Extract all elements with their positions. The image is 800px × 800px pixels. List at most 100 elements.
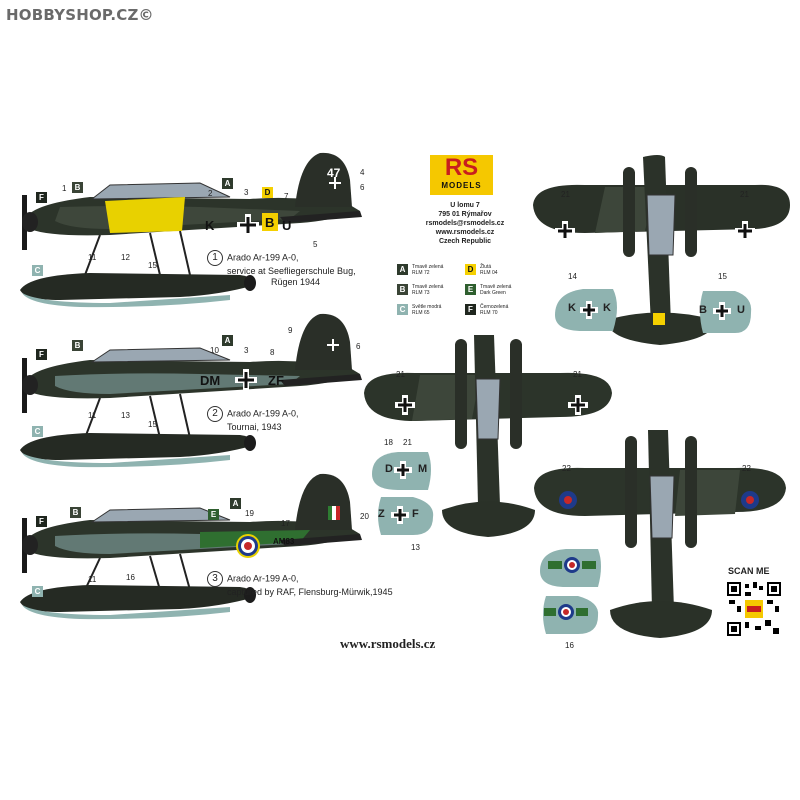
callout: 15 — [718, 272, 727, 281]
callout-f: F — [36, 192, 47, 203]
callout: 14 — [568, 272, 577, 281]
address-line: rsmodels@rsmodels.cz — [425, 220, 505, 227]
profile-1-aircraft — [20, 152, 362, 308]
callout-e: E — [208, 509, 219, 520]
qr-code[interactable] — [727, 582, 781, 636]
p2-code-dm: DM — [200, 373, 221, 388]
callout: 5 — [313, 240, 318, 249]
float-1-code: B — [699, 304, 707, 316]
p1-code-b: B — [265, 215, 275, 230]
top-view-3 — [534, 430, 786, 638]
float-2-code: Z — [378, 508, 385, 520]
callout-c: C — [32, 265, 43, 276]
float-2-code: F — [412, 508, 419, 520]
callout-a: A — [222, 178, 233, 189]
profile-number: 3 — [207, 571, 223, 587]
float-1-code: K — [603, 302, 611, 314]
callout: 2 — [208, 189, 213, 198]
rs-models-logo: RS MODELS — [430, 155, 493, 195]
callout: 19 — [245, 509, 254, 518]
float-2-code: D — [385, 463, 393, 475]
profile-number: 2 — [207, 406, 223, 422]
callout: 4 — [360, 168, 365, 177]
callout-c: C — [32, 426, 43, 437]
float-1-code: U — [737, 304, 745, 316]
callout-b: B — [72, 340, 83, 351]
float-2-right — [378, 497, 434, 535]
callout: 16 — [126, 573, 135, 582]
scan-me-label: SCAN ME — [728, 566, 770, 576]
p1-code-k: K — [205, 218, 215, 233]
callout: 3 — [244, 346, 249, 355]
callout: 13 — [121, 411, 130, 420]
callout: 22 — [742, 464, 751, 473]
website-url[interactable]: www.rsmodels.cz — [340, 636, 436, 651]
callout: 7 — [284, 192, 289, 201]
callout: 9 — [288, 326, 293, 335]
watermark: HOBBYSHOP.CZ© — [6, 6, 154, 24]
callout: 11 — [88, 253, 97, 262]
p2-code-zf: ZF — [268, 373, 284, 388]
callout: 21 — [573, 370, 582, 379]
p1-tail-number: 47 — [327, 166, 341, 180]
callout: 6 — [356, 342, 361, 351]
callout-b: B — [72, 182, 83, 193]
p1-code-u: U — [282, 218, 292, 233]
callout: 10 — [210, 346, 219, 355]
legend-swatch-d: D — [465, 264, 476, 275]
address-line: www.rsmodels.cz — [435, 229, 495, 236]
callout: 13 — [411, 543, 420, 552]
callout: 6 — [360, 183, 365, 192]
address-line: Czech Republic — [438, 238, 492, 245]
callout: 21 — [403, 438, 412, 447]
callout: 15 — [148, 261, 157, 270]
callout: 18 — [384, 438, 393, 447]
float-1-left — [555, 289, 617, 331]
callout: 20 — [360, 512, 369, 521]
top-view-2 — [364, 335, 612, 537]
float-3-right — [543, 596, 599, 634]
legend-swatch-e: E — [465, 284, 476, 295]
callout: 11 — [88, 411, 97, 420]
callout-c: C — [32, 586, 43, 597]
callout: 8 — [270, 348, 275, 357]
callout: 17 — [281, 519, 290, 528]
callout-d: D — [262, 187, 273, 198]
callout: 15 — [148, 420, 157, 429]
float-1-right — [700, 291, 752, 333]
callout: 12 — [121, 253, 130, 262]
address-line: 795 01 Rýmařov — [438, 211, 492, 218]
callout-f: F — [36, 349, 47, 360]
callout: 11 — [88, 575, 97, 584]
legend-swatch-c: C — [397, 304, 408, 315]
profile-3-aircraft — [20, 473, 362, 620]
legend-swatch-b: B — [397, 284, 408, 295]
profile-2-aircraft — [20, 313, 362, 468]
callout: 21 — [561, 190, 570, 199]
callout: 16 — [565, 641, 574, 650]
callout: 22 — [562, 464, 571, 473]
callout-a: A — [222, 335, 233, 346]
legend-swatch-f: F — [465, 304, 476, 315]
profile-number: 1 — [207, 250, 223, 266]
top-view-1 — [533, 155, 790, 345]
address-line: U lomu 7 — [450, 202, 480, 209]
callout: 21 — [396, 370, 405, 379]
float-2-left — [372, 452, 431, 490]
callout-a: A — [230, 498, 241, 509]
callout: 1 — [62, 184, 67, 193]
legend-swatch-a: A — [397, 264, 408, 275]
callout-f: F — [36, 516, 47, 527]
callout: 3 — [244, 188, 249, 197]
float-3-left — [540, 549, 601, 587]
callout-b: B — [70, 507, 81, 518]
p3-code: AM83 — [273, 537, 295, 546]
